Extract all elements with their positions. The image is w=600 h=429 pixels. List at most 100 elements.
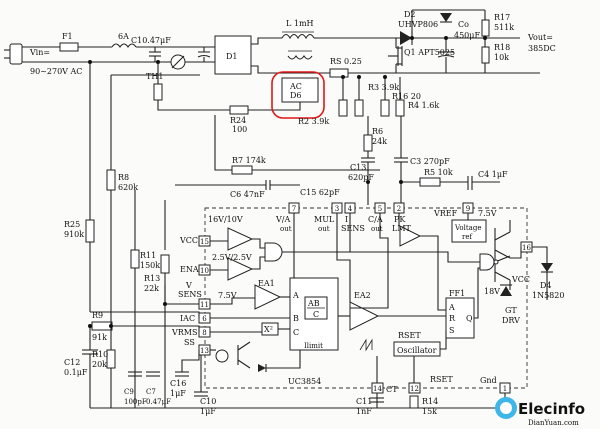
label-r24-value: 100 [232, 125, 247, 134]
svg-text:7: 7 [292, 205, 296, 213]
label-ea1: EA1 [258, 279, 275, 288]
ena-comparator [227, 257, 254, 281]
label-c7: C7 [146, 388, 156, 396]
label-c12-value: 0.1μF [64, 368, 88, 377]
label-x2: X² [264, 325, 273, 334]
pin-6: 6 [198, 312, 211, 324]
label-vout-value: 385DC [528, 44, 556, 53]
ac-input-plug-icon [4, 43, 23, 65]
label-r8: R8 [118, 173, 129, 182]
resistor-r16 [380, 99, 390, 117]
uc3854-ic-outline [204, 207, 528, 389]
capacitor-c12-symbol [82, 349, 98, 408]
label-ff1: FF1 [449, 289, 465, 298]
label-c7-value: 0.47μF [146, 398, 171, 406]
fuse-f1-symbol [59, 42, 79, 52]
label-r6-value: 24k [372, 137, 387, 146]
label-r6: R6 [372, 127, 383, 136]
pin-8: 8 [198, 326, 211, 338]
label-out-1: out [280, 225, 292, 233]
label-rset: RSET [430, 375, 453, 384]
pk-lmt-comparator [399, 225, 422, 247]
pin-1: 1 [499, 382, 511, 394]
label-d6-ac: AC [289, 82, 302, 91]
resistor-r6 [363, 134, 373, 152]
label-ea2: EA2 [354, 291, 371, 300]
label-c-a-out: C/A [368, 215, 383, 224]
error-amplifier-ea1 [254, 284, 282, 310]
label-r3: R3 3.9k [368, 83, 399, 92]
label-r8-value: 620k [118, 183, 138, 192]
label-r14: R14 [422, 397, 438, 406]
capacitor-c11-symbol [370, 397, 384, 403]
label-co: Co [458, 20, 469, 29]
svg-text:11: 11 [200, 301, 209, 309]
label-ff-a: A [448, 303, 455, 312]
pin-10: 10 [198, 264, 211, 276]
voltage-reference-block [451, 219, 487, 243]
label-c6: C6 47nF [230, 190, 265, 199]
capacitor-c16-symbol [175, 371, 189, 377]
boost-inductor-l-symbol [281, 33, 315, 40]
output-capacitor-co-symbol [437, 38, 455, 73]
capacitor-c6-symbol [265, 180, 271, 190]
resistor-r3 [354, 99, 364, 117]
label-c15: C15 62pF [300, 188, 340, 197]
pin-14: 14 [371, 382, 384, 394]
svg-text:12: 12 [410, 385, 419, 393]
and-gate-enable [264, 242, 283, 262]
pin-12: 12 [408, 382, 421, 394]
label-r11-value: 150k [140, 261, 160, 270]
label-d4: D4 [540, 281, 552, 290]
label-v-a-out: V/A [275, 215, 290, 224]
resistor-r14 [409, 395, 419, 409]
resistor-r17 [481, 19, 490, 37]
resistor-rs [329, 68, 349, 78]
nand-gate-drive [479, 253, 495, 271]
label-2-5v: 2.5V/2.5V [212, 253, 252, 262]
label-r2: R2 3.9k [298, 117, 329, 126]
label-mul-c: C [293, 328, 299, 337]
label-c4: C4 1μF [478, 170, 508, 179]
watermark-domain: DianYuan.com [528, 419, 579, 427]
label-7-5v: 7.5V [218, 291, 237, 300]
capacitor-c9-symbol [128, 371, 142, 377]
svg-text:6: 6 [202, 315, 207, 323]
label-ct: CT [386, 385, 398, 394]
capacitor-c3-symbol [394, 157, 408, 163]
label-c13-value: 620pF [348, 173, 374, 182]
label-q1: Q1 APT5025 [404, 48, 455, 57]
resistor-r25 [85, 219, 95, 243]
pin-3: 3 [331, 202, 343, 214]
label-d4-part: 1N5820 [532, 291, 564, 300]
svg-text:1: 1 [503, 385, 507, 393]
sawtooth-waveform-icon [359, 338, 373, 352]
label-rs: RS 0.25 [330, 57, 362, 66]
label-l: L 1mH [286, 19, 314, 28]
label-r7: R7 174k [232, 156, 266, 165]
label-mul-out: MUL [314, 215, 335, 224]
label-r4: R4 1.6k [408, 101, 439, 110]
capacitor-c7-symbol [146, 371, 160, 377]
label-7-5v-ref: 7.5V [478, 209, 497, 218]
resistor-r2 [338, 99, 348, 117]
svg-text:8: 8 [202, 329, 206, 337]
label-c11-value: 1nF [356, 407, 372, 416]
pin-2: 2 [393, 202, 405, 214]
soft-start-transistor-icon [215, 341, 267, 372]
label-c13: C13 [350, 163, 366, 172]
resistor-r13 [160, 254, 170, 274]
label-c10-value: 1μF [200, 407, 216, 416]
label-vrms: VRMS [171, 328, 197, 337]
label-r18-value: 10k [494, 53, 509, 62]
capacitor-c10-symbol [194, 391, 208, 397]
label-r10: R10 [92, 350, 108, 359]
label-18v: 18V [484, 287, 500, 296]
d6-highlight-box [271, 71, 325, 119]
label-th1: TH1 [146, 72, 163, 81]
label-6a: 6A [118, 32, 129, 41]
mosfet-q1-symbol [388, 38, 403, 73]
label-out-3: out [371, 225, 383, 233]
